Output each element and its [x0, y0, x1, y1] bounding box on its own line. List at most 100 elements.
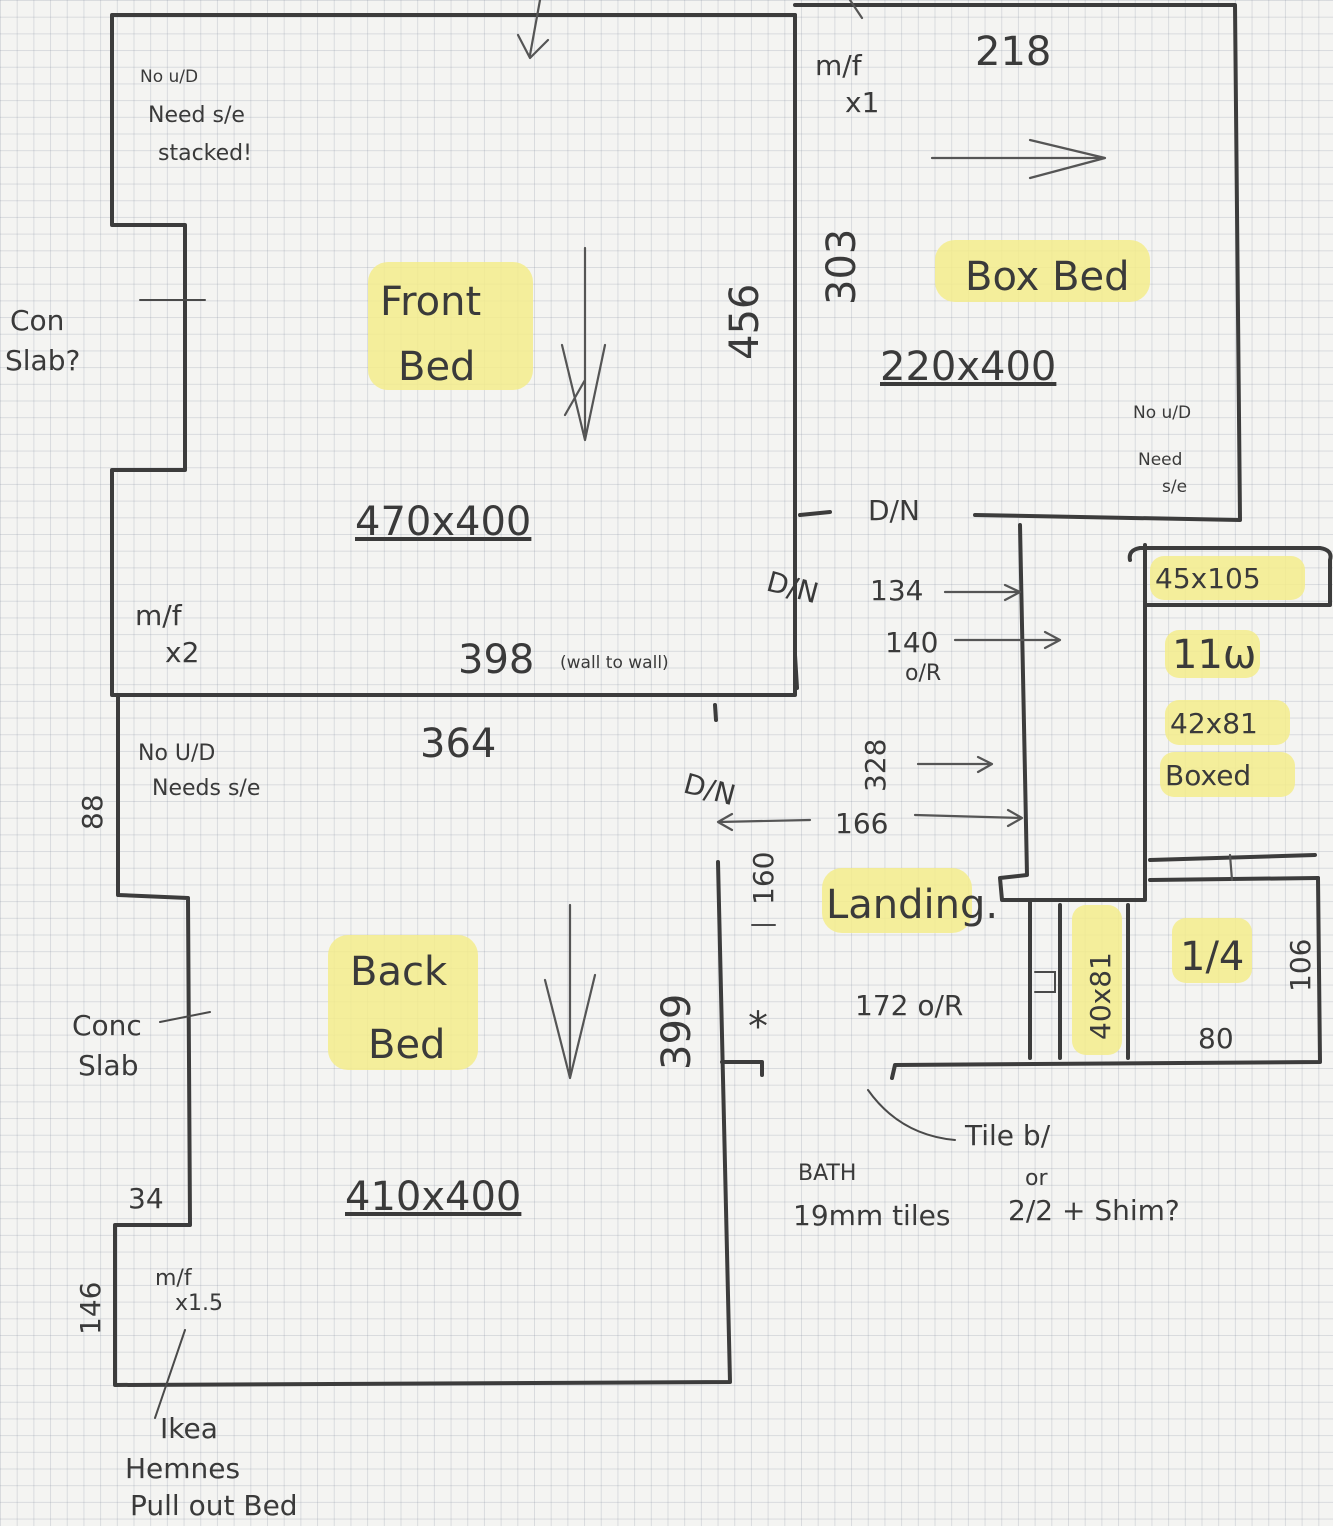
dn-box: D/N [868, 494, 920, 527]
entry-arrow-top-right [848, 0, 864, 20]
con-slab-2: Slab? [5, 344, 80, 377]
front-bed-arrow [560, 246, 607, 442]
back-bed-door-jamb [720, 1060, 764, 1077]
back-146: 146 [74, 1282, 107, 1335]
arrow-134 [943, 583, 1022, 602]
labels: Front Bed 470x400 456 No u/D Need s/e st… [5, 29, 1317, 1522]
cupboard-42x81: 42x81 [1170, 707, 1258, 740]
tile-pointer [867, 1089, 956, 1141]
back-88: 88 [76, 794, 109, 830]
conc-slab-1: Conc [72, 1009, 142, 1042]
cupboard-boxed: Boxed [1165, 759, 1251, 792]
highlight-bath-quarter [1172, 918, 1252, 983]
stairwell-wall [998, 523, 1147, 902]
front-mf-2: x2 [165, 636, 199, 669]
arrow-328 [916, 755, 994, 774]
front-mf-1: m/f [135, 599, 183, 632]
front-note-3: stacked! [158, 141, 252, 166]
box-mf-2: x1 [845, 86, 879, 119]
ikea-2: Hemnes [125, 1452, 240, 1485]
front-bed-wall [110, 13, 797, 697]
walls [110, 3, 1333, 1387]
dn-back: D/N [680, 767, 739, 812]
tile-note-2: or [1025, 1166, 1048, 1191]
cupboard-wall [1127, 546, 1333, 882]
back-bed-depth: 399 [654, 994, 700, 1070]
box-mf-1: m/f [815, 49, 863, 82]
highlight-cupboard-11 [1165, 630, 1260, 678]
back-bed-wall [113, 693, 732, 1387]
box-bed-width: 218 [975, 29, 1051, 75]
arrow-cupboard [1228, 853, 1234, 882]
landing-134: 134 [870, 574, 923, 607]
ikea-1: Ikea [160, 1412, 218, 1445]
highlight-landing [822, 868, 972, 933]
arrows [139, 0, 1234, 1419]
landing-172: 172 o/R [855, 989, 963, 1022]
box-bed-size: 220x400 [880, 344, 1056, 390]
highlight-cupboard-size [1150, 556, 1305, 600]
tile-note-3: 2/2 + Shim? [1008, 1194, 1180, 1227]
box-note-2: Need [1138, 450, 1182, 470]
ikea-pointer [154, 1329, 186, 1419]
bath-small-box [1034, 971, 1056, 993]
back-mf-2: x1.5 [175, 1291, 223, 1316]
bath-40x81: 40x81 [1084, 952, 1117, 1040]
box-note-3: s/e [1162, 477, 1187, 497]
front-note-2: Need s/e [148, 103, 245, 128]
highlight-cupboard-boxed [1160, 752, 1295, 797]
back-note-2: Needs s/e [152, 776, 260, 801]
bath-label-1: BATH [798, 1161, 856, 1186]
back-bed-name-1: Back [350, 949, 448, 995]
bath-80: 80 [1198, 1022, 1234, 1055]
box-bed-arrow [930, 138, 1107, 180]
highlight-cupboard-42x81 [1165, 700, 1290, 745]
back-34: 34 [128, 1182, 164, 1215]
back-width: 364 [420, 721, 496, 767]
entry-arrow-top-left [516, 0, 550, 60]
arrow-166-right [913, 808, 1024, 828]
cupboard-11: 11ω [1172, 632, 1256, 678]
front-note-1: No u/D [140, 67, 198, 87]
cupboard-size: 45x105 [1155, 562, 1261, 595]
back-bed-size: 410x400 [345, 1174, 521, 1220]
dn-front: D/N [763, 565, 822, 610]
highlight-front-bed [368, 262, 533, 390]
bath-label-2: 19mm tiles [793, 1199, 950, 1232]
box-note-1: No u/D [1133, 403, 1191, 423]
bath-quarter: 1/4 [1180, 934, 1244, 980]
landing-328: 328 [859, 739, 892, 792]
highlight-back-bed [328, 935, 478, 1070]
ikea-3: Pull out Bed [130, 1489, 298, 1522]
landing-160: 160 [747, 852, 780, 905]
landing-140-1: 140 [885, 626, 938, 659]
front-bed-name-2: Bed [398, 344, 475, 390]
back-bed-arrow [543, 903, 597, 1080]
bath-wall [890, 876, 1322, 1080]
front-bed-depth: 456 [722, 284, 768, 360]
conc-slab-2: Slab [78, 1049, 138, 1082]
arrow-140 [953, 630, 1062, 650]
highlights [328, 240, 1305, 1070]
back-mf-1: m/f [155, 1266, 193, 1291]
front-bed-name-1: Front [380, 279, 481, 325]
box-bed-name: Box Bed [965, 254, 1130, 300]
wall-to-wall-note: (wall to wall) [560, 653, 669, 673]
box-bed-wall [793, 3, 1242, 552]
arrow-166-left [716, 812, 812, 832]
landing-140-2: o/R [905, 661, 941, 686]
back-note-1: No U/D [138, 741, 215, 766]
con-slab-1: Con [10, 304, 64, 337]
tile-note-1: Tile b/ [964, 1119, 1051, 1152]
wall-to-wall-num: 398 [458, 637, 534, 683]
back-bed-door-stub [713, 653, 799, 722]
landing-star: * [748, 1004, 768, 1050]
highlight-bath-40x81 [1072, 905, 1122, 1055]
landing-166: 166 [835, 807, 888, 840]
back-bed-name-2: Bed [368, 1022, 445, 1068]
box-bed-depth: 303 [819, 229, 865, 305]
landing-name: Landing. [826, 882, 998, 928]
conc-slab-pointer [159, 1011, 211, 1023]
highlight-box-bed [935, 240, 1150, 302]
